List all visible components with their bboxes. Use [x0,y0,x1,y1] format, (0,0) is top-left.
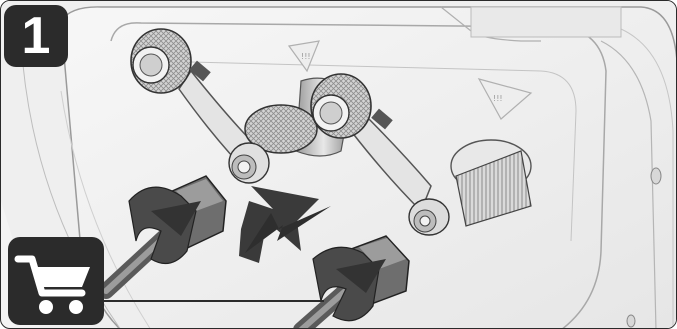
cart-pointer-line [104,300,324,302]
cart-badge[interactable] [8,237,104,325]
svg-text:!!!: !!! [301,52,311,61]
svg-text:!!!: !!! [493,94,503,103]
step-number-badge: 1 [4,5,68,67]
shopping-cart-icon [8,237,104,325]
step-number: 1 [22,10,51,62]
